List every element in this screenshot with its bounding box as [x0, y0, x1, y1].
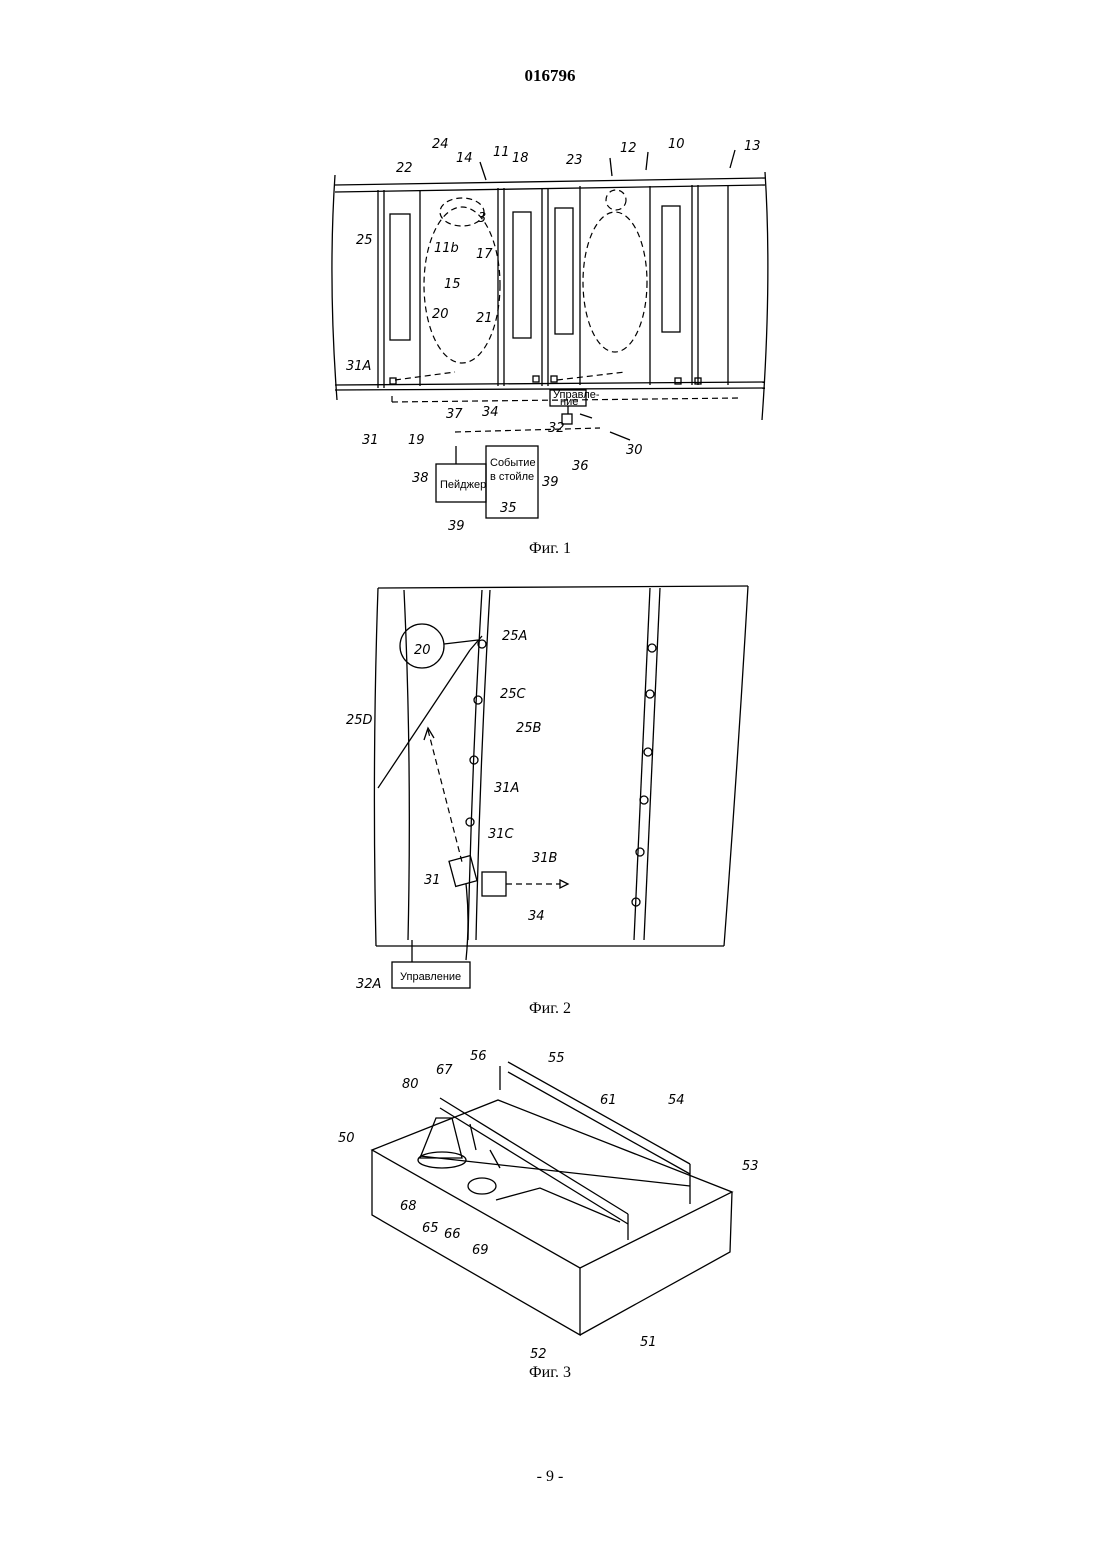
ref-56: 56: [470, 1049, 487, 1064]
ref-10: 10: [668, 137, 685, 152]
control-label-fig2: Управление: [400, 971, 461, 983]
ref-12: 12: [620, 141, 637, 156]
ref-31C: 31C: [488, 827, 515, 842]
ref-17: 17: [476, 247, 493, 262]
ref-19: 19: [408, 433, 425, 448]
ref-50: 50: [338, 1131, 355, 1146]
ref-39-bottom: 39: [448, 519, 465, 534]
ref-61: 61: [600, 1093, 617, 1108]
ref-52: 52: [530, 1347, 547, 1362]
ref-68: 68: [400, 1199, 417, 1214]
ref-38: 38: [412, 471, 429, 486]
ref-51: 51: [640, 1335, 657, 1350]
page-number: - 9 -: [0, 1468, 1100, 1486]
ref-55: 55: [548, 1051, 565, 1066]
ref-25A: 25A: [502, 629, 527, 644]
ref-11b: 11b: [434, 241, 459, 256]
ref-14: 14: [456, 151, 473, 166]
ref-34-fig2: 34: [528, 909, 545, 924]
ref-32A: 32A: [356, 977, 381, 992]
ref-31B: 31B: [532, 851, 558, 866]
ref-25C: 25C: [500, 687, 527, 702]
ref-22: 22: [396, 161, 413, 176]
ref-30: 30: [626, 443, 643, 458]
ref-53: 53: [742, 1159, 759, 1174]
figure-2-caption: Фиг. 2: [0, 1000, 1100, 1018]
ref-11: 11: [493, 145, 510, 160]
ref-36: 36: [572, 459, 589, 474]
ref-35: 35: [500, 501, 517, 516]
figure-3-caption: Фиг. 3: [0, 1364, 1100, 1382]
ref-3: 3: [478, 211, 486, 226]
ref-24: 24: [432, 137, 449, 152]
event-box-line2: в стойле: [490, 471, 534, 483]
ref-31-fig2: 31: [424, 873, 441, 888]
ref-20-fig2: 20: [414, 643, 431, 658]
ref-25D: 25D: [346, 713, 373, 728]
figure-1-caption: Фиг. 1: [0, 540, 1100, 558]
ref-21: 21: [476, 311, 493, 326]
ref-15: 15: [444, 277, 461, 292]
ref-20: 20: [432, 307, 449, 322]
ref-18: 18: [512, 151, 529, 166]
ref-13: 13: [744, 139, 761, 154]
ref-80: 80: [402, 1077, 419, 1092]
ref-31A: 31A: [346, 359, 371, 374]
ref-54: 54: [668, 1093, 685, 1108]
ref-34: 34: [482, 405, 499, 420]
figure-1-drawing: [332, 150, 768, 518]
event-box-line1: Событие: [490, 457, 536, 469]
ref-66: 66: [444, 1227, 461, 1242]
ref-69: 69: [472, 1243, 489, 1258]
ref-32: 32: [548, 421, 565, 436]
ref-25: 25: [356, 233, 373, 248]
ref-31: 31: [362, 433, 379, 448]
ref-23: 23: [566, 153, 583, 168]
ref-31A-fig2: 31A: [494, 781, 519, 796]
ref-37: 37: [446, 407, 463, 422]
ref-65: 65: [422, 1221, 439, 1236]
ref-67: 67: [436, 1063, 453, 1078]
ref-39-right: 39: [542, 475, 559, 490]
ref-25B: 25B: [516, 721, 542, 736]
pager-label: Пейджер: [440, 479, 486, 491]
control-box-line2: ние: [560, 396, 578, 408]
